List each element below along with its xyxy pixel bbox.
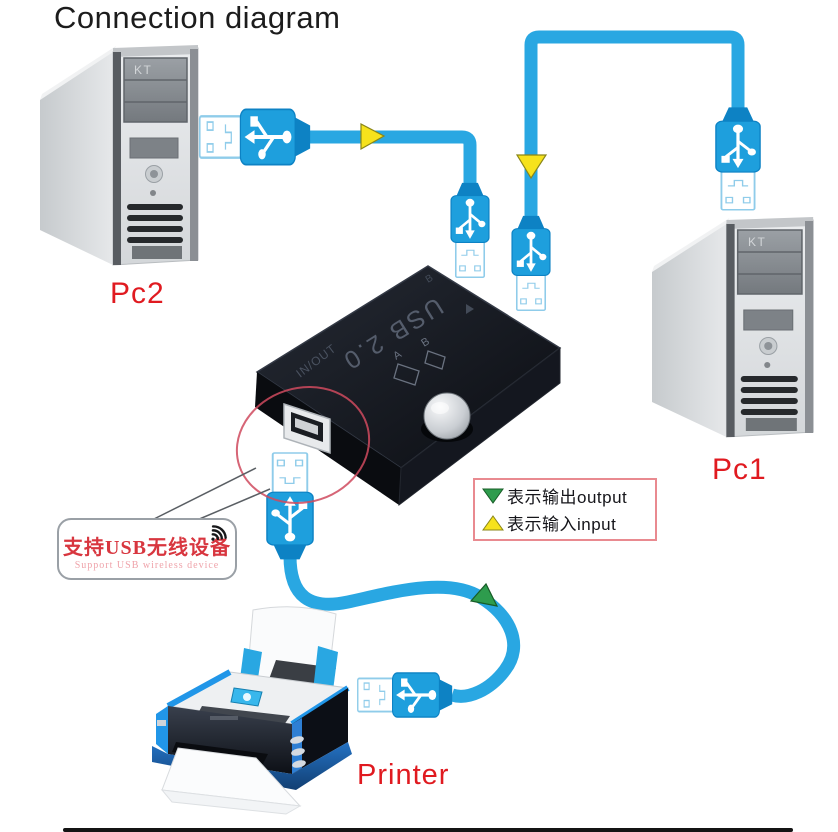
usb-plug-pc1 — [714, 105, 762, 212]
channel-b-icon — [424, 350, 446, 370]
side-button-1 — [290, 736, 304, 744]
bubble-text-cn: 支持USB无线设备 — [63, 537, 231, 559]
wireless-support-bubble: 支持USB无线设备 Support USB wireless device — [57, 518, 237, 580]
usb-plug-switch-bottom — [265, 451, 315, 562]
usb-plug-switch-left — [449, 181, 491, 279]
legend-row-input: 表示输入input — [481, 510, 649, 535]
printer-button-glyph — [243, 693, 251, 701]
usb-cables — [283, 30, 745, 703]
cable-pc2-to-switch — [306, 130, 477, 184]
page-title: Connection diagram — [54, 0, 341, 35]
legend: 表示输出output 表示输入input — [473, 478, 657, 541]
printer-out-paper-fold — [160, 789, 302, 815]
switch-corner-mark: B — [424, 273, 436, 286]
green-down-triangle-icon — [482, 488, 504, 504]
cable-pc1-to-switch — [524, 30, 745, 217]
usb-plug-pc2 — [200, 109, 310, 164]
printer-logo — [210, 716, 238, 720]
printer-right-band — [292, 718, 302, 774]
legend-input-text: 表示输入input — [507, 515, 617, 534]
switch-usb-port — [283, 402, 331, 455]
printer-base — [152, 742, 352, 790]
switch-knob — [423, 392, 471, 440]
switch-indicator-arrow — [466, 304, 474, 314]
left-band-detail — [157, 720, 166, 726]
pc2-tower: KT — [39, 44, 199, 266]
bottom-bar — [63, 828, 793, 832]
output-arrow-printer — [469, 582, 499, 607]
pc1-badge: KT — [748, 235, 766, 249]
pc1-tower: KT — [651, 216, 814, 438]
input-arrow-pc2 — [360, 123, 386, 151]
printer-left-band — [156, 706, 168, 754]
pc1-label: Pc1 — [712, 453, 767, 486]
printer-right-face — [292, 688, 348, 774]
knob-highlight — [431, 402, 449, 414]
pc2-badge: KT — [134, 63, 152, 77]
side-button-2 — [291, 748, 305, 756]
channel-a-icon — [393, 363, 420, 386]
side-button-3 — [292, 760, 306, 768]
callout-tail — [149, 467, 271, 524]
bubble-text-en: Support USB wireless device — [74, 560, 220, 571]
legend-output-text: 表示输出output — [507, 488, 628, 507]
usb-plug-printer — [356, 671, 454, 719]
cable-switch-to-printer — [283, 555, 521, 703]
switch-right-face — [398, 346, 561, 507]
deck-edge-left — [166, 669, 232, 709]
highlight-ellipse — [235, 385, 371, 505]
pc2-label: Pc2 — [110, 277, 165, 310]
printer-illustration — [152, 606, 352, 815]
input-arrow-pc1 — [515, 154, 548, 180]
yellow-up-triangle-icon — [482, 514, 504, 530]
usb-plug-switch-right — [510, 214, 552, 312]
printer-label: Printer — [357, 759, 450, 791]
wifi-icon — [211, 525, 227, 541]
usb-switch: USB 2.0 IN/OUT A B B — [255, 265, 562, 507]
legend-row-output: 表示输出output — [481, 483, 649, 508]
